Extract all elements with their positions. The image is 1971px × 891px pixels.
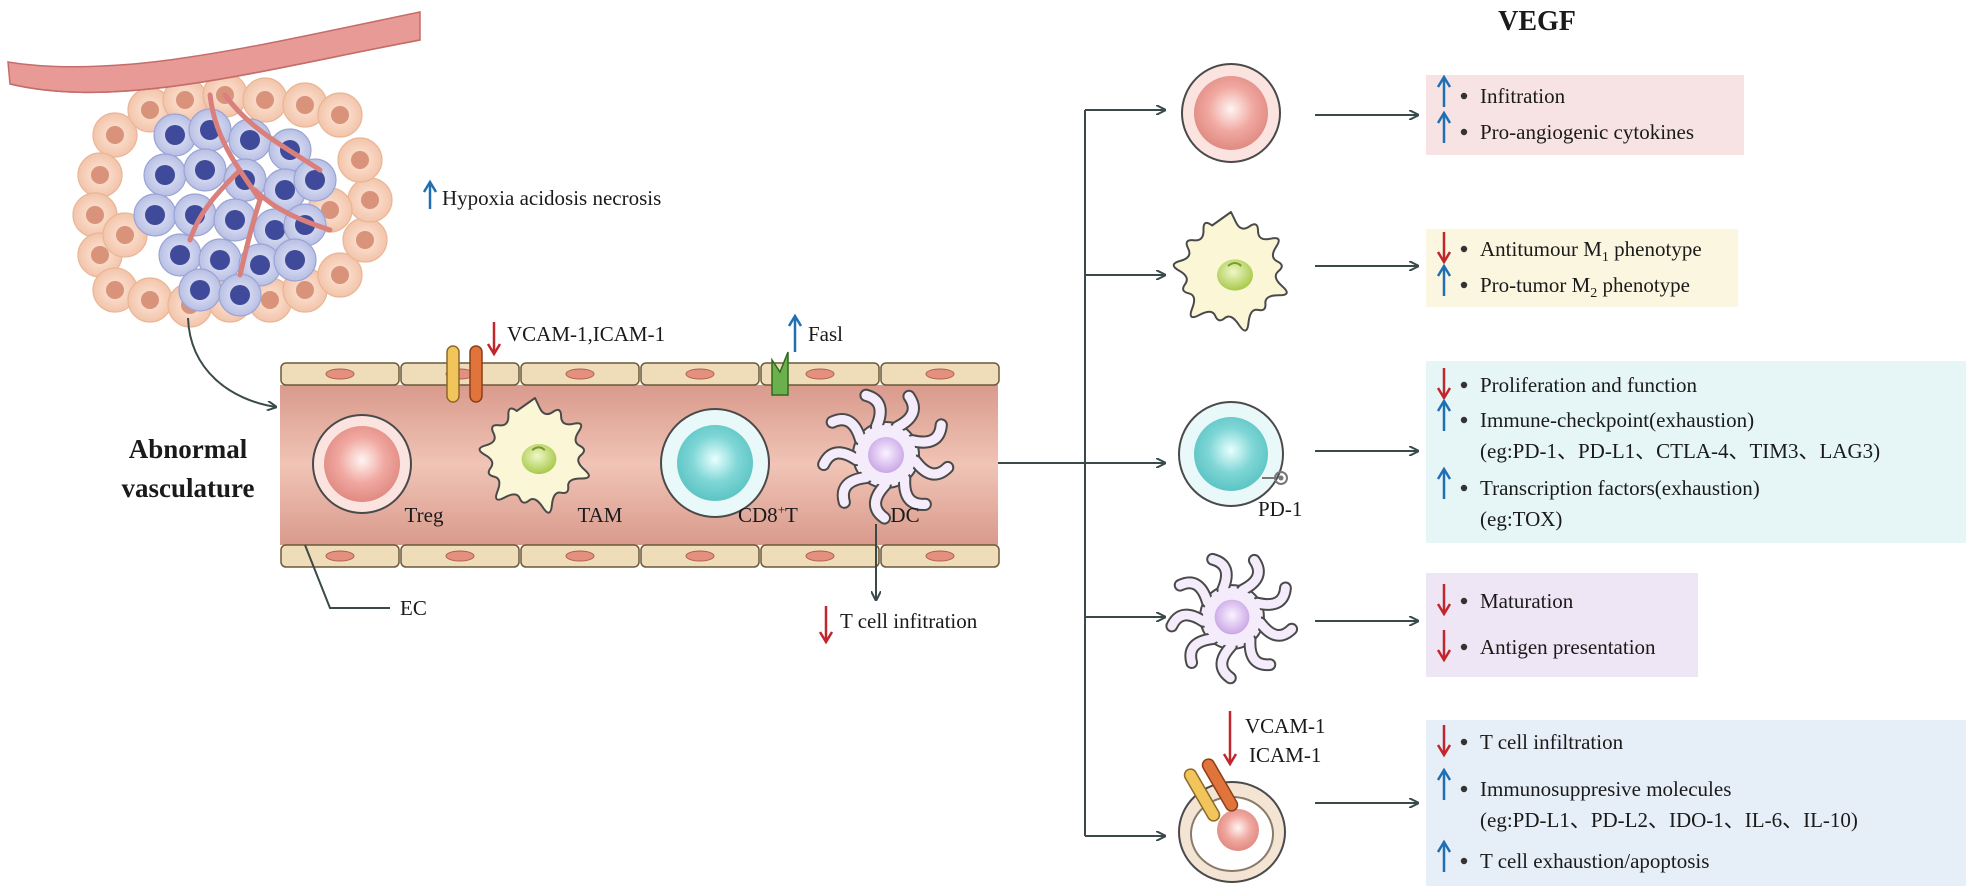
bullet-icon	[1460, 785, 1468, 793]
macrophage-icon	[1172, 211, 1288, 332]
pd1-receptor-icon	[1262, 471, 1288, 485]
t-cell-infiltration-text: T cell infitration	[840, 609, 978, 633]
abnormal-label-line2: vasculature	[122, 473, 255, 503]
down-arrow-icon	[1436, 584, 1452, 617]
abnormal-label-line1: Abnormal	[129, 434, 248, 464]
effect-text: Infitration	[1480, 84, 1566, 108]
effect-text: T cell exhaustion/apoptosis	[1480, 849, 1709, 873]
effect-box-treg	[1426, 75, 1744, 155]
tam-label: TAM	[578, 503, 623, 527]
dc-label: DC	[890, 503, 919, 527]
treg-cell-icon	[312, 414, 412, 514]
dendritic-cell-icon	[817, 388, 955, 525]
up-arrow-icon	[1436, 767, 1452, 800]
fasl-label: Fasl	[787, 313, 843, 352]
effect-text: T cell infiltration	[1480, 730, 1624, 754]
bullet-icon	[1460, 245, 1468, 253]
bullet-icon	[1460, 128, 1468, 136]
up-arrow-icon	[787, 313, 803, 352]
bullet-icon	[1460, 738, 1468, 746]
fasl-text: Fasl	[808, 322, 843, 346]
effect-text: Antitumour M1 phenotype	[1480, 237, 1702, 265]
effect-subtext: (eg:PD-1、PD-L1、CTLA-4、TIM3、LAG3)	[1480, 439, 1880, 463]
down-arrow-icon	[1436, 368, 1452, 401]
effect-box-ec	[1426, 720, 1966, 886]
effect-text: Immune-checkpoint(exhaustion)	[1480, 408, 1754, 432]
effect-text: Transcription factors(exhaustion)	[1480, 476, 1760, 500]
endothelial-cell-icon	[1178, 758, 1286, 883]
down-arrow-icon	[818, 606, 834, 645]
down-arrow-icon	[1222, 711, 1238, 767]
down-arrow-icon	[1436, 232, 1452, 265]
down-arrow-icon	[1436, 725, 1452, 758]
bullet-icon	[1460, 416, 1468, 424]
treg-cell-icon	[1181, 63, 1281, 163]
down-arrow-icon	[486, 322, 502, 357]
up-arrow-icon	[1436, 263, 1452, 296]
up-arrow-icon	[1436, 74, 1452, 107]
vcam-icam-label: VCAM-1,ICAM-1	[486, 322, 665, 357]
vcam-icam-receptor-icon	[446, 345, 483, 403]
cd8-cell-icon	[1178, 401, 1288, 507]
up-arrow-icon	[1436, 466, 1452, 499]
treg-label: Treg	[405, 503, 444, 527]
effect-text: Immunosuppresive molecules	[1480, 777, 1731, 801]
effect-text: Pro-tumor M2 phenotype	[1480, 273, 1690, 301]
effect-box-tam	[1426, 229, 1738, 307]
branch-connector	[998, 110, 1418, 836]
down-arrow-icon	[1436, 630, 1452, 663]
ec-label: EC	[400, 596, 427, 620]
pd1-label: PD-1	[1258, 497, 1302, 521]
effect-text: Maturation	[1480, 589, 1574, 613]
bullet-icon	[1460, 92, 1468, 100]
bullet-icon	[1460, 857, 1468, 865]
vcam-icam-text: VCAM-1,ICAM-1	[507, 322, 665, 346]
endo-vcam-label: VCAM-1	[1245, 714, 1326, 738]
up-arrow-icon	[422, 179, 438, 209]
fasl-receptor-icon	[771, 351, 789, 396]
effect-box-dc	[1426, 573, 1698, 677]
up-arrow-icon	[1436, 398, 1452, 431]
up-arrow-icon	[1436, 839, 1452, 872]
effect-subtext: (eg:TOX)	[1480, 507, 1562, 531]
hypoxia-label: Hypoxia acidosis necrosis	[422, 179, 661, 210]
cd8-label: CD8+T	[738, 502, 798, 527]
endo-icam-label: ICAM-1	[1249, 743, 1321, 767]
bullet-icon	[1460, 643, 1468, 651]
tumor-tissue-icon	[7, 11, 421, 328]
bullet-icon	[1460, 484, 1468, 492]
cd8-cell-icon	[660, 408, 770, 518]
dendritic-cell-icon	[1165, 552, 1299, 685]
effect-box-cd8	[1426, 361, 1966, 543]
effect-text: Antigen presentation	[1480, 635, 1656, 659]
bullet-icon	[1460, 381, 1468, 389]
effect-text: Proliferation and function	[1480, 373, 1697, 397]
tumor-to-vessel-arrow	[187, 317, 276, 407]
effect-subtext: (eg:PD-L1、PD-L2、IDO-1、IL-6、IL-10)	[1480, 808, 1858, 832]
vegf-title: VEGF	[1498, 6, 1576, 37]
ec-pointer-line	[304, 544, 390, 609]
bullet-icon	[1460, 597, 1468, 605]
hypoxia-text: Hypoxia acidosis necrosis	[442, 186, 661, 210]
effect-text: Pro-angiogenic cytokines	[1480, 120, 1694, 144]
bullet-icon	[1460, 281, 1468, 289]
up-arrow-icon	[1436, 110, 1452, 143]
macrophage-icon	[478, 397, 590, 514]
